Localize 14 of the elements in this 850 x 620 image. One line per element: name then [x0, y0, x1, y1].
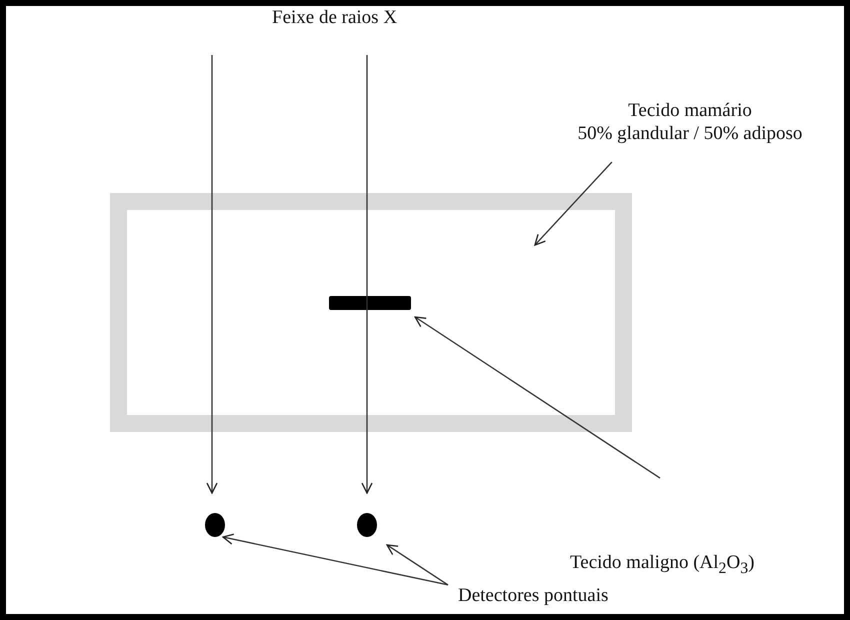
- leader-arrow: [414, 316, 660, 479]
- malignant-tissue-bar: [329, 296, 411, 310]
- beam-label: Feixe de raios X: [272, 6, 398, 29]
- leader-arrow: [222, 534, 448, 586]
- detector-dot: [205, 513, 225, 537]
- breast-tissue-frame: [110, 193, 632, 432]
- label-text: Tecido maligno (Al$_{2}$O$_{3}$): [570, 551, 820, 580]
- label-text: Detectores pontuais: [458, 584, 658, 607]
- leader-arrow: [534, 162, 612, 246]
- label-text: Tecido mamário 50% glandular / 50% adiposo: [535, 99, 845, 145]
- leader-arrow: [386, 544, 448, 586]
- beam-arrow: [361, 55, 373, 494]
- beam-arrow: [206, 55, 218, 494]
- detector-dot: [357, 513, 377, 537]
